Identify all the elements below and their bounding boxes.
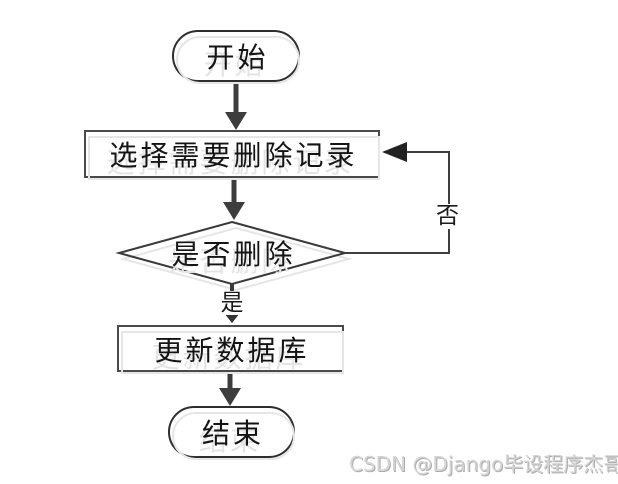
arrowhead-left-icon <box>382 142 407 162</box>
arrowhead-down-icon <box>225 112 247 130</box>
decision-shape-shadow <box>119 226 353 292</box>
node-select-records: 选择需要删除记录 <box>84 130 380 180</box>
node-start-label: 开始 <box>206 41 269 74</box>
edge-label-yes: 是 <box>216 291 248 315</box>
node-decision: 是否删除 <box>119 222 345 284</box>
node-update-database-label: 更新数据库 <box>154 333 310 367</box>
edge-decision-no-loop <box>345 151 450 254</box>
arrowhead-down-small-icon <box>224 313 240 323</box>
node-decision-label: 是否删除 <box>171 238 296 271</box>
node-end-label: 结束 <box>201 417 264 450</box>
csdn-watermark: CSDN @Django毕设程序杰哥 <box>349 452 618 476</box>
node-start: 开始 <box>172 30 300 84</box>
node-select-records-label: 选择需要删除记录 <box>109 139 358 172</box>
arrowhead-down-icon <box>219 388 241 406</box>
edge-label-no: 否 <box>434 203 461 229</box>
node-update-database: 更新数据库 <box>117 325 344 374</box>
node-end: 结束 <box>168 406 295 460</box>
arrowhead-down-icon <box>223 202 245 220</box>
